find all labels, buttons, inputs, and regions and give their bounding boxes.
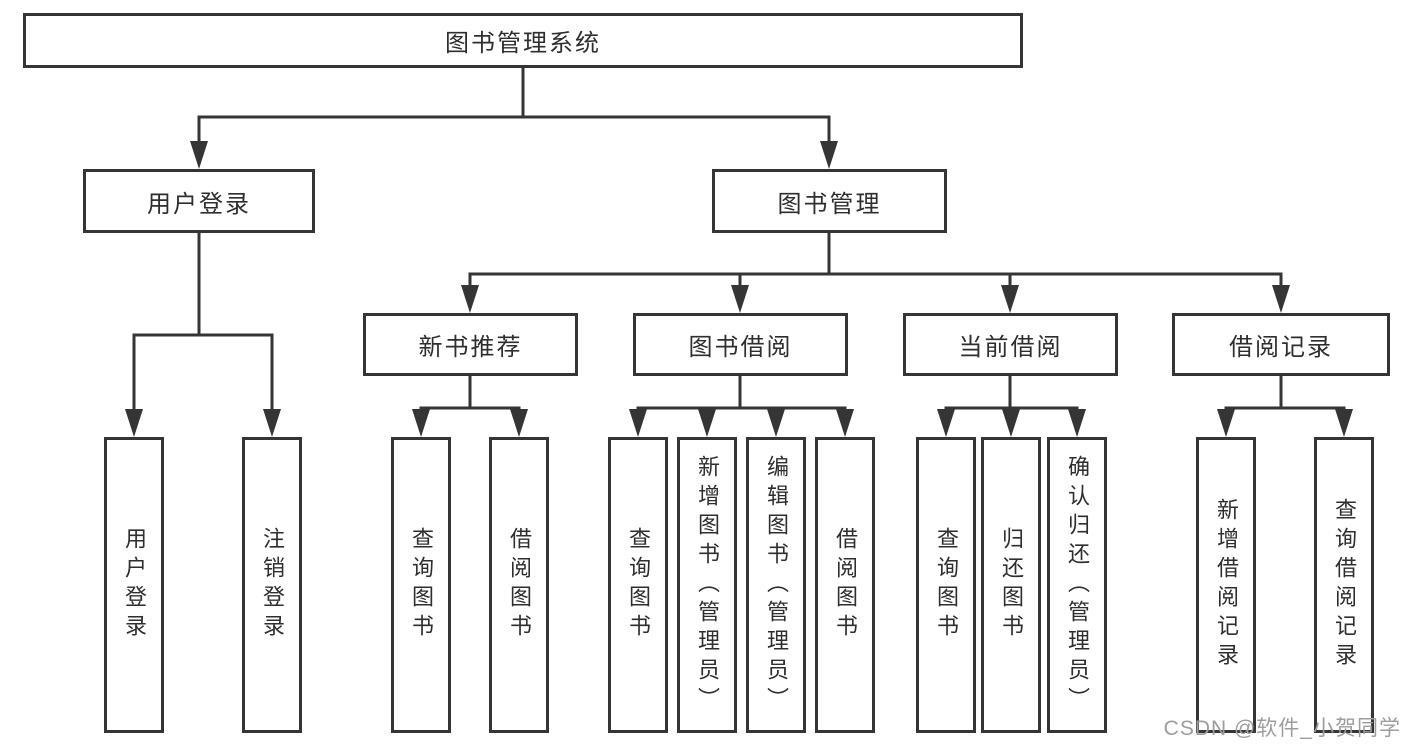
leaf-borrow-add-books-admin: 新增图书（管理员） xyxy=(677,437,737,733)
leaf-user-login: 用户登录 xyxy=(104,437,164,733)
leaf-records-query-record: 查询借阅记录 xyxy=(1314,437,1374,733)
leaf-recommend-query-books: 查询图书 xyxy=(391,437,451,733)
node-borrow-records: 借阅记录 xyxy=(1172,313,1390,376)
node-user-login: 用户登录 xyxy=(83,169,315,233)
leaf-borrow-edit-books-admin: 编辑图书（管理员） xyxy=(746,437,806,733)
leaf-current-return-books: 归还图书 xyxy=(981,437,1041,733)
node-book-borrow: 图书借阅 xyxy=(633,313,848,376)
leaf-borrow-query-books: 查询图书 xyxy=(608,437,668,733)
node-current-borrow: 当前借阅 xyxy=(903,313,1118,376)
leaf-current-query-books: 查询图书 xyxy=(916,437,976,733)
leaf-current-confirm-return-admin: 确认归还（管理员） xyxy=(1047,437,1107,733)
watermark: CSDN @软件_小贺同学 xyxy=(1163,717,1401,740)
node-library-management-system: 图书管理系统 xyxy=(23,13,1023,68)
leaf-records-add-record: 新增借阅记录 xyxy=(1196,437,1256,733)
leaf-borrow-borrow-books: 借阅图书 xyxy=(815,437,875,733)
leaf-logout: 注销登录 xyxy=(242,437,302,733)
node-book-management: 图书管理 xyxy=(712,169,947,233)
leaf-recommend-borrow-books: 借阅图书 xyxy=(489,437,549,733)
node-new-book-recommend: 新书推荐 xyxy=(363,313,578,376)
